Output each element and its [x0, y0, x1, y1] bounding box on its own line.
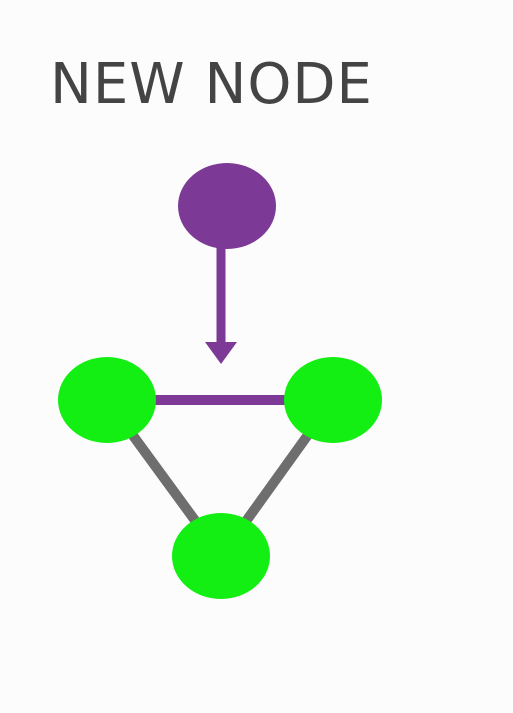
- node-bottom: [172, 513, 270, 599]
- node-right: [284, 357, 382, 443]
- diagram-title: NEW NODE: [50, 52, 373, 117]
- node-left: [58, 357, 156, 443]
- new-node-arrow-head: [205, 342, 237, 364]
- node-new: [178, 163, 276, 249]
